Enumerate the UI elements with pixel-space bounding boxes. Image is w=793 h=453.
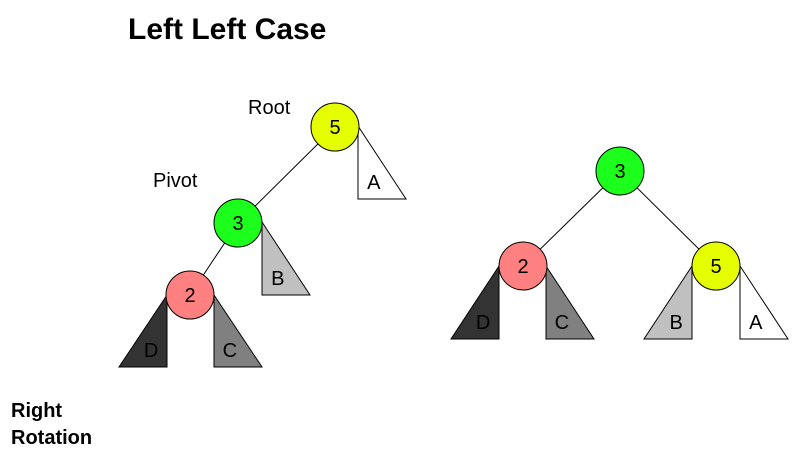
node-3-after-label: 3	[614, 161, 625, 183]
node-5-before: 5	[310, 102, 360, 152]
node-2-after-circle	[498, 241, 548, 291]
node-5-after-label: 5	[710, 256, 721, 278]
subtree-c-after-shape	[545, 264, 595, 340]
node-3-before-circle	[213, 198, 263, 248]
subtree-c-before: C	[213, 293, 263, 368]
node-2-after-label: 2	[517, 256, 528, 278]
subtree-a-after: A	[739, 264, 789, 340]
subtree-c-after-label: C	[555, 312, 569, 334]
subtree-a-after-label: A	[749, 312, 763, 334]
subtree-d-before-label: D	[144, 340, 158, 362]
node-2-before-label: 2	[184, 285, 195, 307]
node-3-before-label: 3	[232, 213, 243, 235]
node-3-before: 3	[213, 198, 263, 248]
subtree-b-after-shape	[643, 264, 693, 340]
node-3-after-circle	[595, 146, 645, 196]
node-2-before: 2	[165, 270, 215, 320]
node-2-after: 2	[498, 241, 548, 291]
subtree-d-before: D	[118, 293, 168, 368]
subtree-c-after: C	[545, 264, 595, 340]
node-2-before-circle	[165, 270, 215, 320]
subtree-d-before-shape	[118, 293, 168, 368]
node-3-after: 3	[595, 146, 645, 196]
node-5-after: 5	[691, 241, 741, 291]
subtree-b-before: B	[261, 220, 311, 296]
rotation-caption: Right Rotation	[11, 398, 92, 452]
subtree-d-after-label: D	[476, 312, 490, 334]
node-5-before-circle	[310, 102, 360, 152]
subtree-b-after-label: B	[669, 312, 682, 334]
diagram-title: Left Left Case	[128, 13, 327, 46]
subtree-b-before-label: B	[271, 268, 284, 290]
subtree-a-after-shape	[739, 264, 789, 340]
caption-line-1: Right	[11, 400, 63, 422]
node-5-after-circle	[691, 241, 741, 291]
subtree-c-before-label: C	[223, 340, 237, 362]
subtree-d-after-shape	[450, 264, 500, 340]
root-label: Root	[248, 97, 291, 119]
subtree-b-before-shape	[261, 220, 311, 296]
node-5-before-label: 5	[329, 117, 340, 139]
subtree-a-before-label: A	[367, 172, 381, 194]
subtree-a-before: A	[357, 124, 407, 200]
pivot-label: Pivot	[153, 170, 198, 192]
caption-line-2: Rotation	[11, 427, 93, 449]
subtree-c-before-shape	[213, 293, 263, 368]
subtree-d-after: D	[450, 264, 500, 340]
subtree-b-after: B	[643, 264, 693, 340]
subtree-a-before-shape	[357, 124, 407, 200]
